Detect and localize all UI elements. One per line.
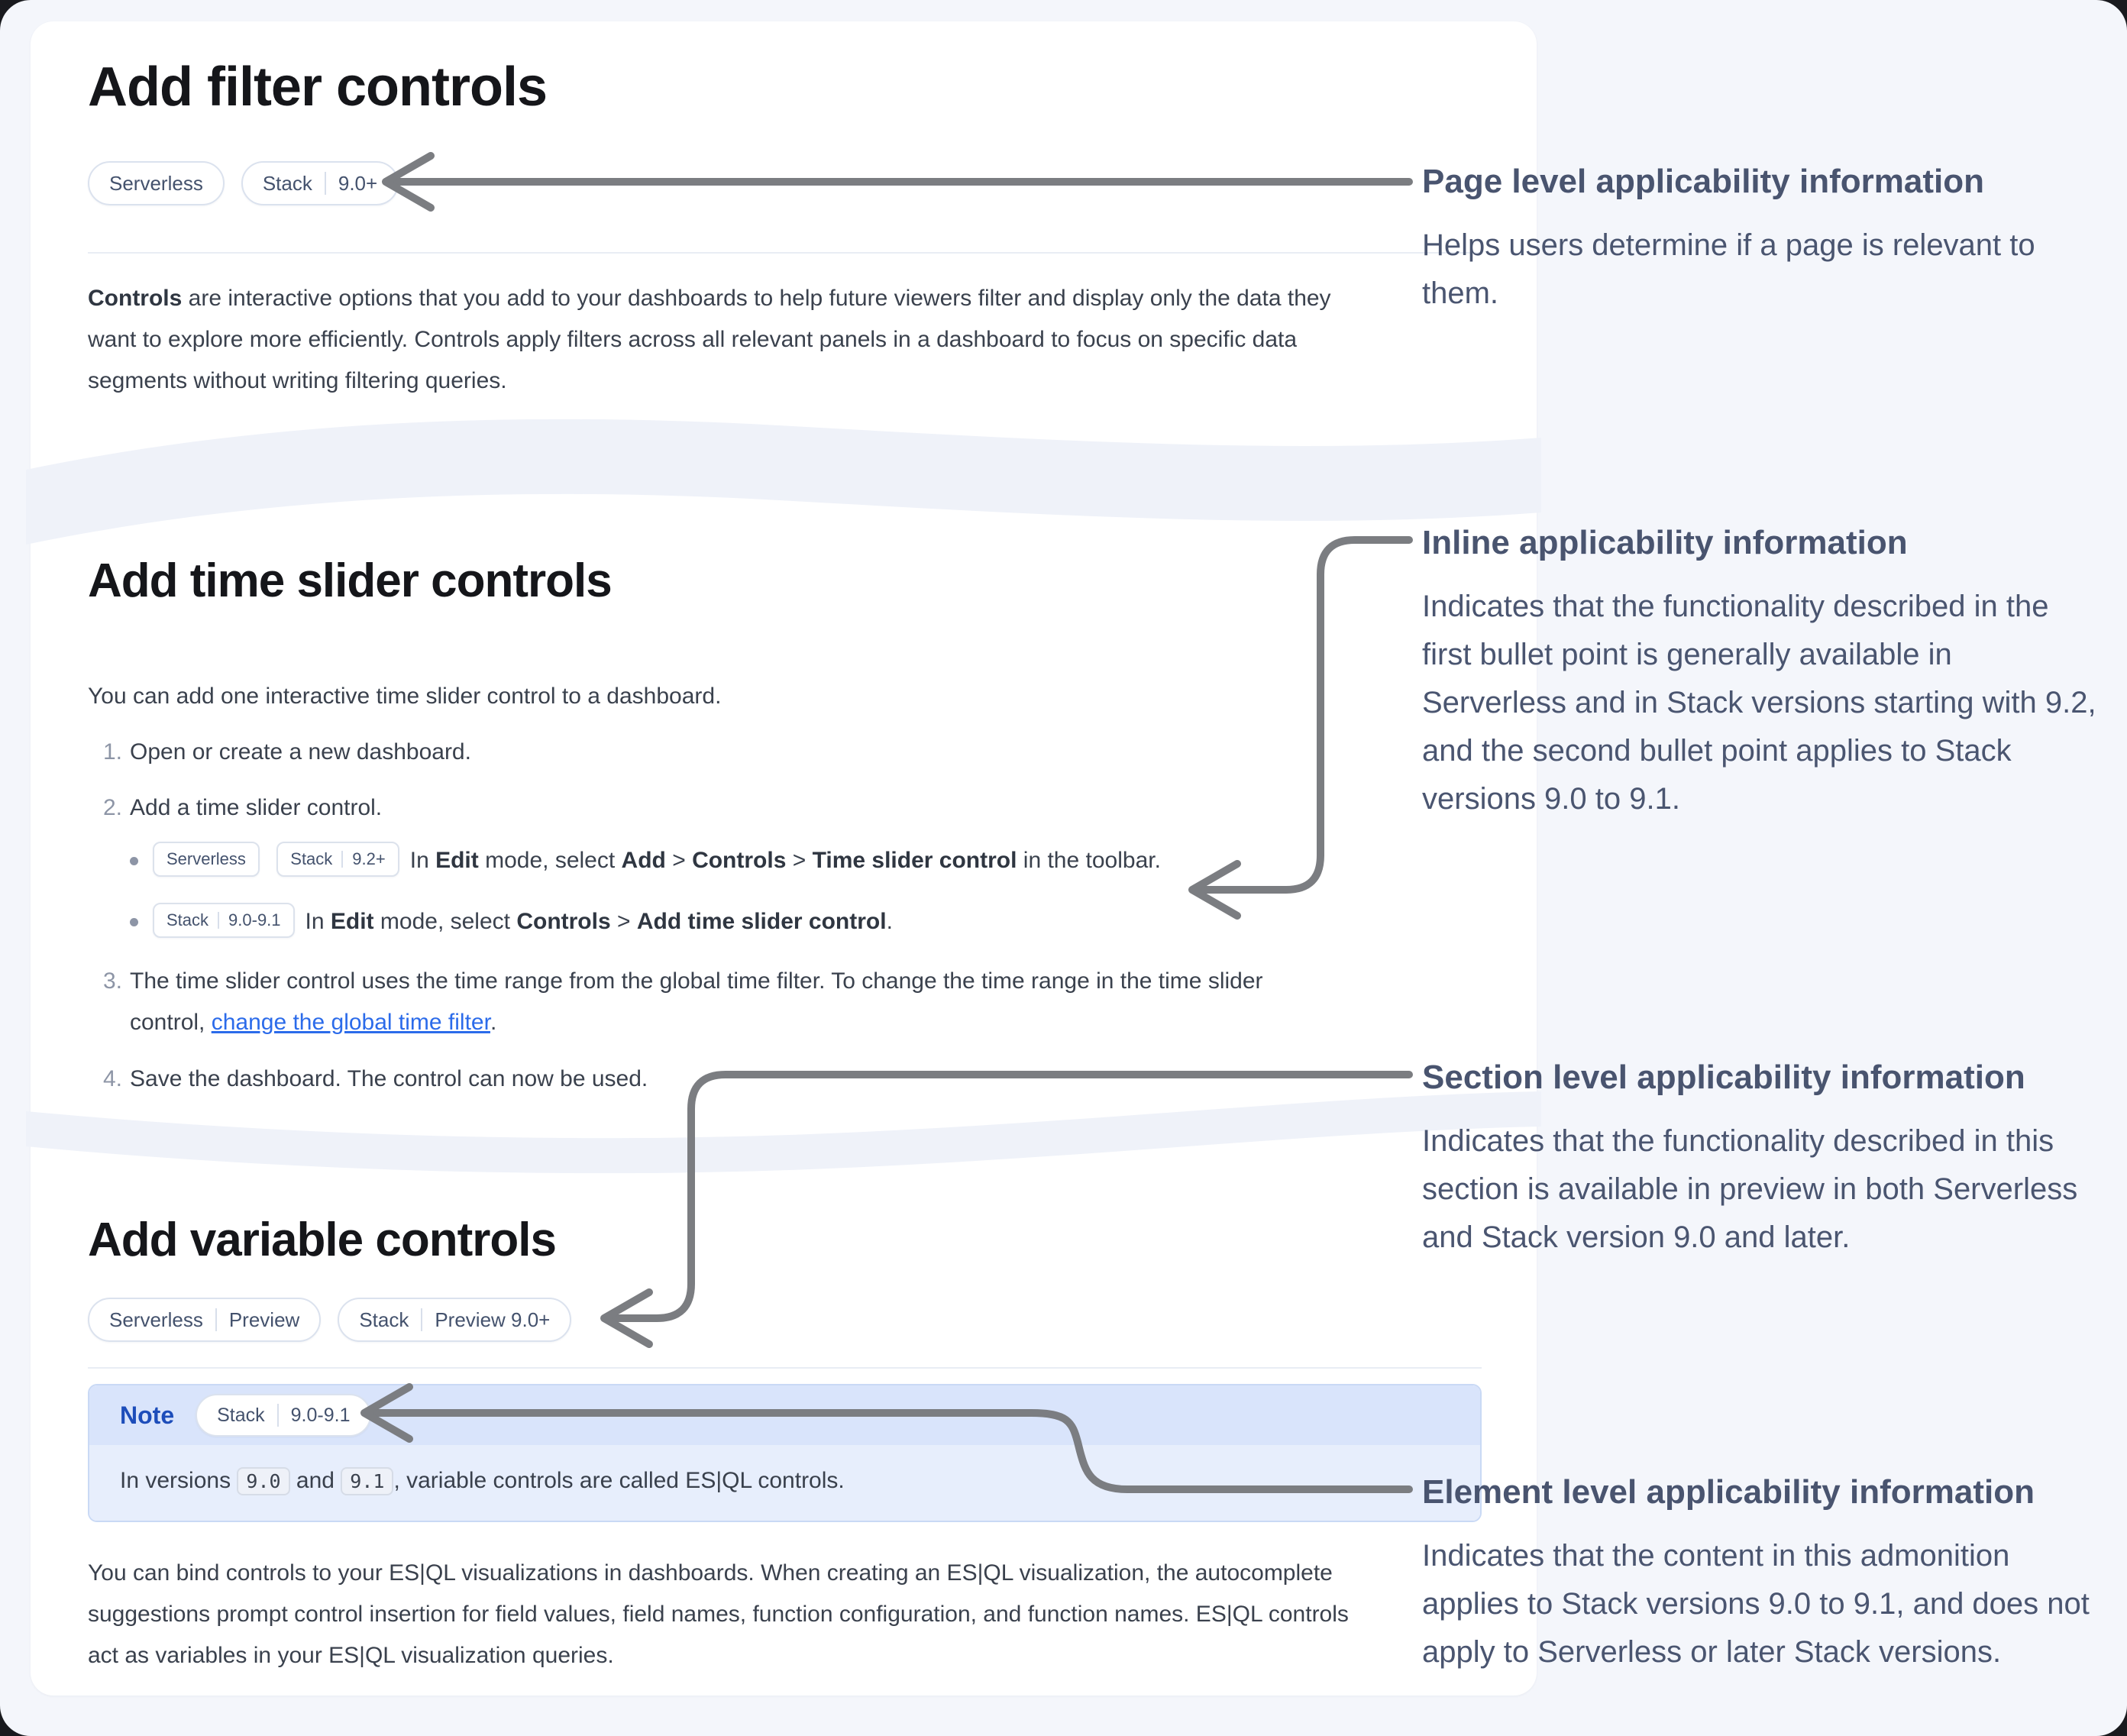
badge-stack-9-0-9-1: Stack 9.0-9.1 bbox=[196, 1394, 372, 1437]
annotation-title: Page level applicability information bbox=[1422, 163, 1984, 200]
bold-term: Controls bbox=[516, 909, 611, 934]
list-item-3: 3. The time slider control uses the time… bbox=[90, 961, 1343, 1043]
bold-term: Controls bbox=[88, 286, 183, 311]
section-divider bbox=[88, 252, 1482, 254]
badge-divider bbox=[218, 912, 220, 929]
paragraph-text: are interactive options that you add to … bbox=[88, 286, 1331, 393]
badge-segment: Stack bbox=[359, 1308, 409, 1331]
badge-stack-9-2-plus: Stack 9.2+ bbox=[276, 842, 399, 877]
list-number: 1. bbox=[102, 739, 122, 765]
list-item-1: 1. Open or create a new dashboard. bbox=[90, 732, 1388, 773]
badge-serverless: Serverless bbox=[88, 161, 225, 205]
wave-divider-1 bbox=[26, 399, 1541, 552]
annotation-title: Inline applicability information bbox=[1422, 524, 1908, 561]
bullet-text: mode, select bbox=[373, 909, 517, 934]
section-title-variable: Add variable controls bbox=[88, 1214, 557, 1266]
bullet-text: > bbox=[610, 909, 637, 934]
list-number: 4. bbox=[102, 1066, 122, 1091]
list-text: Save the dashboard. The control can now … bbox=[130, 1066, 648, 1091]
list-item-2: 2. Add a time slider control. bbox=[90, 787, 1388, 829]
bullet-serverless-stack-9-2: Serverless Stack 9.2+ In Edit mode, sele… bbox=[130, 842, 1390, 880]
intro-paragraph: Controls are interactive options that yo… bbox=[88, 278, 1356, 402]
bullet-text: > bbox=[665, 848, 693, 873]
bullet-text: > bbox=[786, 848, 813, 873]
bold-term: Time slider control bbox=[812, 848, 1017, 873]
badge-segment: Stack bbox=[262, 171, 312, 195]
section-badges: Serverless Preview Stack Preview 9.0+ bbox=[88, 1298, 572, 1342]
bullet-text: . bbox=[886, 909, 893, 934]
badge-stack-9-0-9-1: Stack 9.0-9.1 bbox=[153, 903, 295, 938]
badge-divider bbox=[421, 1308, 423, 1331]
list-number: 3. bbox=[102, 968, 122, 994]
badge-segment: Preview 9.0+ bbox=[435, 1308, 551, 1331]
badge-serverless-preview: Serverless Preview bbox=[88, 1298, 322, 1342]
note-text: and bbox=[289, 1468, 341, 1493]
closing-paragraph: You can bind controls to your ES|QL visu… bbox=[88, 1560, 1349, 1668]
code-chip: 9.0 bbox=[237, 1467, 290, 1495]
annotation-title: Section level applicability information bbox=[1422, 1059, 2025, 1096]
list-text: . bbox=[490, 1010, 497, 1035]
badge-segment: Stack bbox=[217, 1404, 265, 1426]
bullet-stack-9-0-9-1: Stack 9.0-9.1 In Edit mode, select Contr… bbox=[130, 903, 1390, 941]
bullet-text: mode, select bbox=[478, 848, 622, 873]
annotation-body: Indicates that the content in this admon… bbox=[1422, 1539, 2090, 1669]
section-title-time-slider: Add time slider controls bbox=[88, 554, 613, 607]
bold-term: Controls bbox=[692, 848, 787, 873]
badge-segment: Serverless bbox=[166, 849, 246, 868]
badge-divider bbox=[276, 1404, 279, 1427]
annotation-body: Indicates that the functionality describ… bbox=[1422, 590, 2096, 816]
badge-segment: 9.0-9.1 bbox=[228, 910, 281, 929]
list-text: Open or create a new dashboard. bbox=[130, 739, 471, 765]
badge-segment: Preview bbox=[228, 1308, 300, 1331]
bullet-text: In bbox=[305, 909, 331, 934]
note-admonition: Note Stack 9.0-9.1 In versions 9.0 and 9… bbox=[88, 1384, 1482, 1522]
list-item-4: 4. Save the dashboard. The control can n… bbox=[90, 1059, 1388, 1100]
badge-stack-9-0-plus: Stack 9.0+ bbox=[241, 161, 399, 205]
annotation-page-level: Page level applicability information Hel… bbox=[1422, 162, 2097, 318]
bold-term: Add bbox=[621, 848, 666, 873]
section-divider bbox=[88, 1367, 1482, 1369]
annotation-body: Helps users determine if a page is relev… bbox=[1422, 228, 2035, 310]
bold-term: Edit bbox=[435, 848, 479, 873]
badge-divider bbox=[341, 851, 344, 868]
annotation-body: Indicates that the functionality describ… bbox=[1422, 1124, 2078, 1254]
badge-segment: 9.0-9.1 bbox=[290, 1404, 351, 1426]
badge-segment: Stack bbox=[290, 849, 333, 868]
annotation-title: Element level applicability information bbox=[1422, 1473, 2035, 1511]
badge-segment: Serverless bbox=[109, 171, 203, 195]
section-intro: You can add one interactive time slider … bbox=[88, 684, 722, 709]
bold-term: Edit bbox=[330, 909, 374, 934]
annotation-element-level: Element level applicability information … bbox=[1422, 1473, 2097, 1676]
code-chip: 9.1 bbox=[341, 1467, 394, 1495]
badge-divider bbox=[324, 172, 326, 195]
annotation-section-level: Section level applicability information … bbox=[1422, 1058, 2097, 1262]
list-text: The time slider control uses the time ra… bbox=[130, 968, 1263, 1035]
page-badges: Serverless Stack 9.0+ bbox=[88, 161, 399, 205]
badge-segment: 9.2+ bbox=[352, 849, 386, 868]
content-cards-column: Add filter controls Serverless Stack 9.0… bbox=[26, 21, 1541, 1696]
bullet-text: In bbox=[409, 848, 436, 873]
global-time-filter-link[interactable]: change the global time filter bbox=[211, 1010, 490, 1035]
badge-serverless: Serverless bbox=[153, 842, 260, 877]
note-text: , variable controls are called ES|QL con… bbox=[393, 1468, 845, 1493]
bullet-text: in the toolbar. bbox=[1017, 848, 1161, 873]
badge-divider bbox=[215, 1308, 217, 1331]
list-number: 2. bbox=[102, 795, 122, 820]
badge-segment: 9.0+ bbox=[338, 171, 378, 195]
list-text: Add a time slider control. bbox=[130, 795, 383, 820]
badge-segment: Stack bbox=[166, 910, 209, 929]
badge-segment: Serverless bbox=[109, 1308, 203, 1331]
note-text: In versions bbox=[120, 1468, 238, 1493]
annotation-inline-level: Inline applicability information Indicat… bbox=[1422, 523, 2097, 823]
note-body: In versions 9.0 and 9.1, variable contro… bbox=[89, 1445, 1480, 1521]
page-title: Add filter controls bbox=[88, 57, 548, 118]
badge-stack-preview-9-0-plus: Stack Preview 9.0+ bbox=[338, 1298, 572, 1342]
bold-term: Add time slider control bbox=[636, 909, 887, 934]
note-header: Note Stack 9.0-9.1 bbox=[89, 1385, 1480, 1445]
note-label: Note bbox=[120, 1401, 175, 1429]
